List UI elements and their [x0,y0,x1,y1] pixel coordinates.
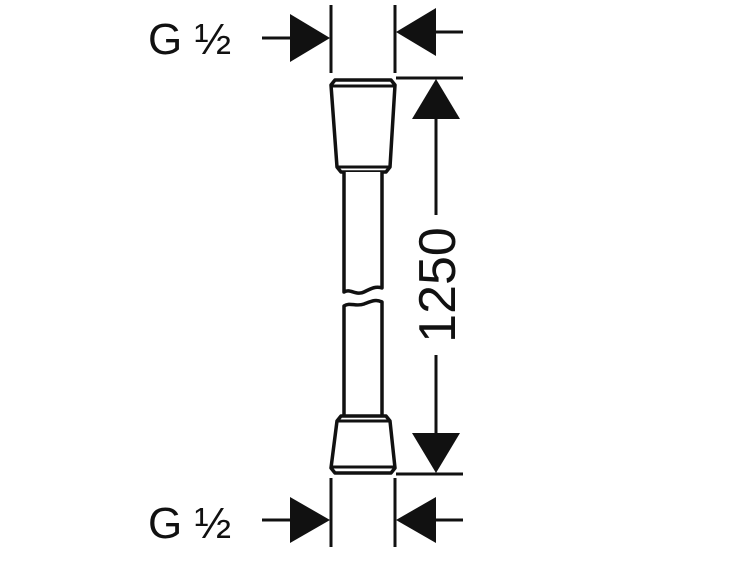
arrow-right-icon [290,497,330,543]
top-thread-label: G ½ [148,15,231,64]
top-width-dimension [262,5,463,73]
top-fitting [329,78,397,174]
arrow-up-icon [412,79,460,119]
length-dimension [396,76,463,476]
arrow-left-icon [396,497,436,543]
arrow-right-icon [290,14,330,62]
length-value: 1250 [409,227,467,343]
arrow-left-icon [396,8,436,56]
bottom-fitting [329,414,397,475]
hose-upper [342,172,384,295]
bottom-width-dimension [262,478,463,547]
arrow-down-icon [412,433,460,473]
hose-lower [342,298,384,416]
bottom-thread-label: G ½ [148,499,231,548]
